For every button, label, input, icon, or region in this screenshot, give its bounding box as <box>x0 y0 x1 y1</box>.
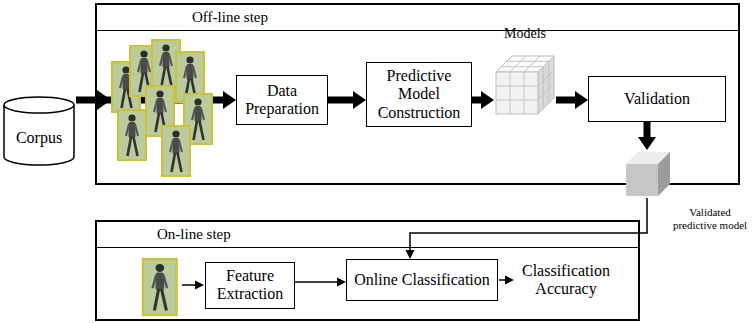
model-cube: Models <box>494 26 556 122</box>
arrow-head <box>97 90 111 110</box>
cube-side <box>538 56 554 114</box>
arrow-head <box>337 278 346 287</box>
node-text: On-line step <box>97 222 638 246</box>
cube-front <box>496 72 538 114</box>
flow-arrow <box>556 91 588 109</box>
frame-header: On-line step <box>97 222 638 248</box>
flow-arrow <box>295 278 346 287</box>
arrow-line <box>182 284 195 286</box>
node-text: Online Classification <box>354 271 490 289</box>
process-box: Validation <box>588 76 726 122</box>
arrow-line <box>410 198 647 250</box>
arrow-head <box>505 276 514 285</box>
node-text: Off-line step <box>97 5 738 29</box>
flow-arrow <box>472 91 494 109</box>
pedestrian-images <box>112 40 212 176</box>
output-label: Classification Accuracy <box>514 262 618 299</box>
node-text: Data Preparation <box>241 82 323 119</box>
arrow-line <box>556 97 575 104</box>
node-text: Validation <box>624 90 690 108</box>
cube-shape <box>624 150 670 198</box>
process-box: Feature Extraction <box>205 262 295 309</box>
cylinder-body <box>4 105 74 165</box>
arrow-head <box>195 281 204 290</box>
process-box: Online Classification <box>346 259 498 301</box>
arrow-head <box>353 91 366 109</box>
process-box: Predictive Model Construction <box>366 62 472 127</box>
arrow-line <box>328 97 353 104</box>
arrow-line <box>295 281 337 283</box>
arrow-line <box>499 279 505 281</box>
process-box: Data Preparation <box>236 75 328 125</box>
node-text: Models <box>504 26 546 42</box>
cube-front <box>626 164 658 196</box>
node-text: Predictive Model Construction <box>371 67 467 122</box>
cylinder-top <box>4 97 74 113</box>
arrow-line <box>644 122 651 137</box>
arrow-head <box>638 137 656 150</box>
cube-grid <box>496 56 554 114</box>
flow-arrow <box>328 91 366 109</box>
arrow-head <box>481 91 494 109</box>
arrow-head <box>575 91 588 109</box>
pedestrian-image <box>143 259 177 315</box>
arrow-line <box>472 97 481 104</box>
cube-shape <box>494 50 556 116</box>
cube-side <box>658 152 670 196</box>
database-cylinder: Corpus <box>2 95 76 167</box>
flow-arrow <box>406 198 648 259</box>
flow-arrow <box>638 122 656 150</box>
arrow-head <box>223 91 236 109</box>
node-text: Corpus <box>16 129 62 147</box>
model-cube: Validated predictive model <box>624 150 750 240</box>
node-text: Validated predictive model <box>670 206 750 231</box>
node-text: Feature Extraction <box>210 267 290 304</box>
arrow-head <box>406 250 415 259</box>
frame-header: Off-line step <box>97 5 738 31</box>
